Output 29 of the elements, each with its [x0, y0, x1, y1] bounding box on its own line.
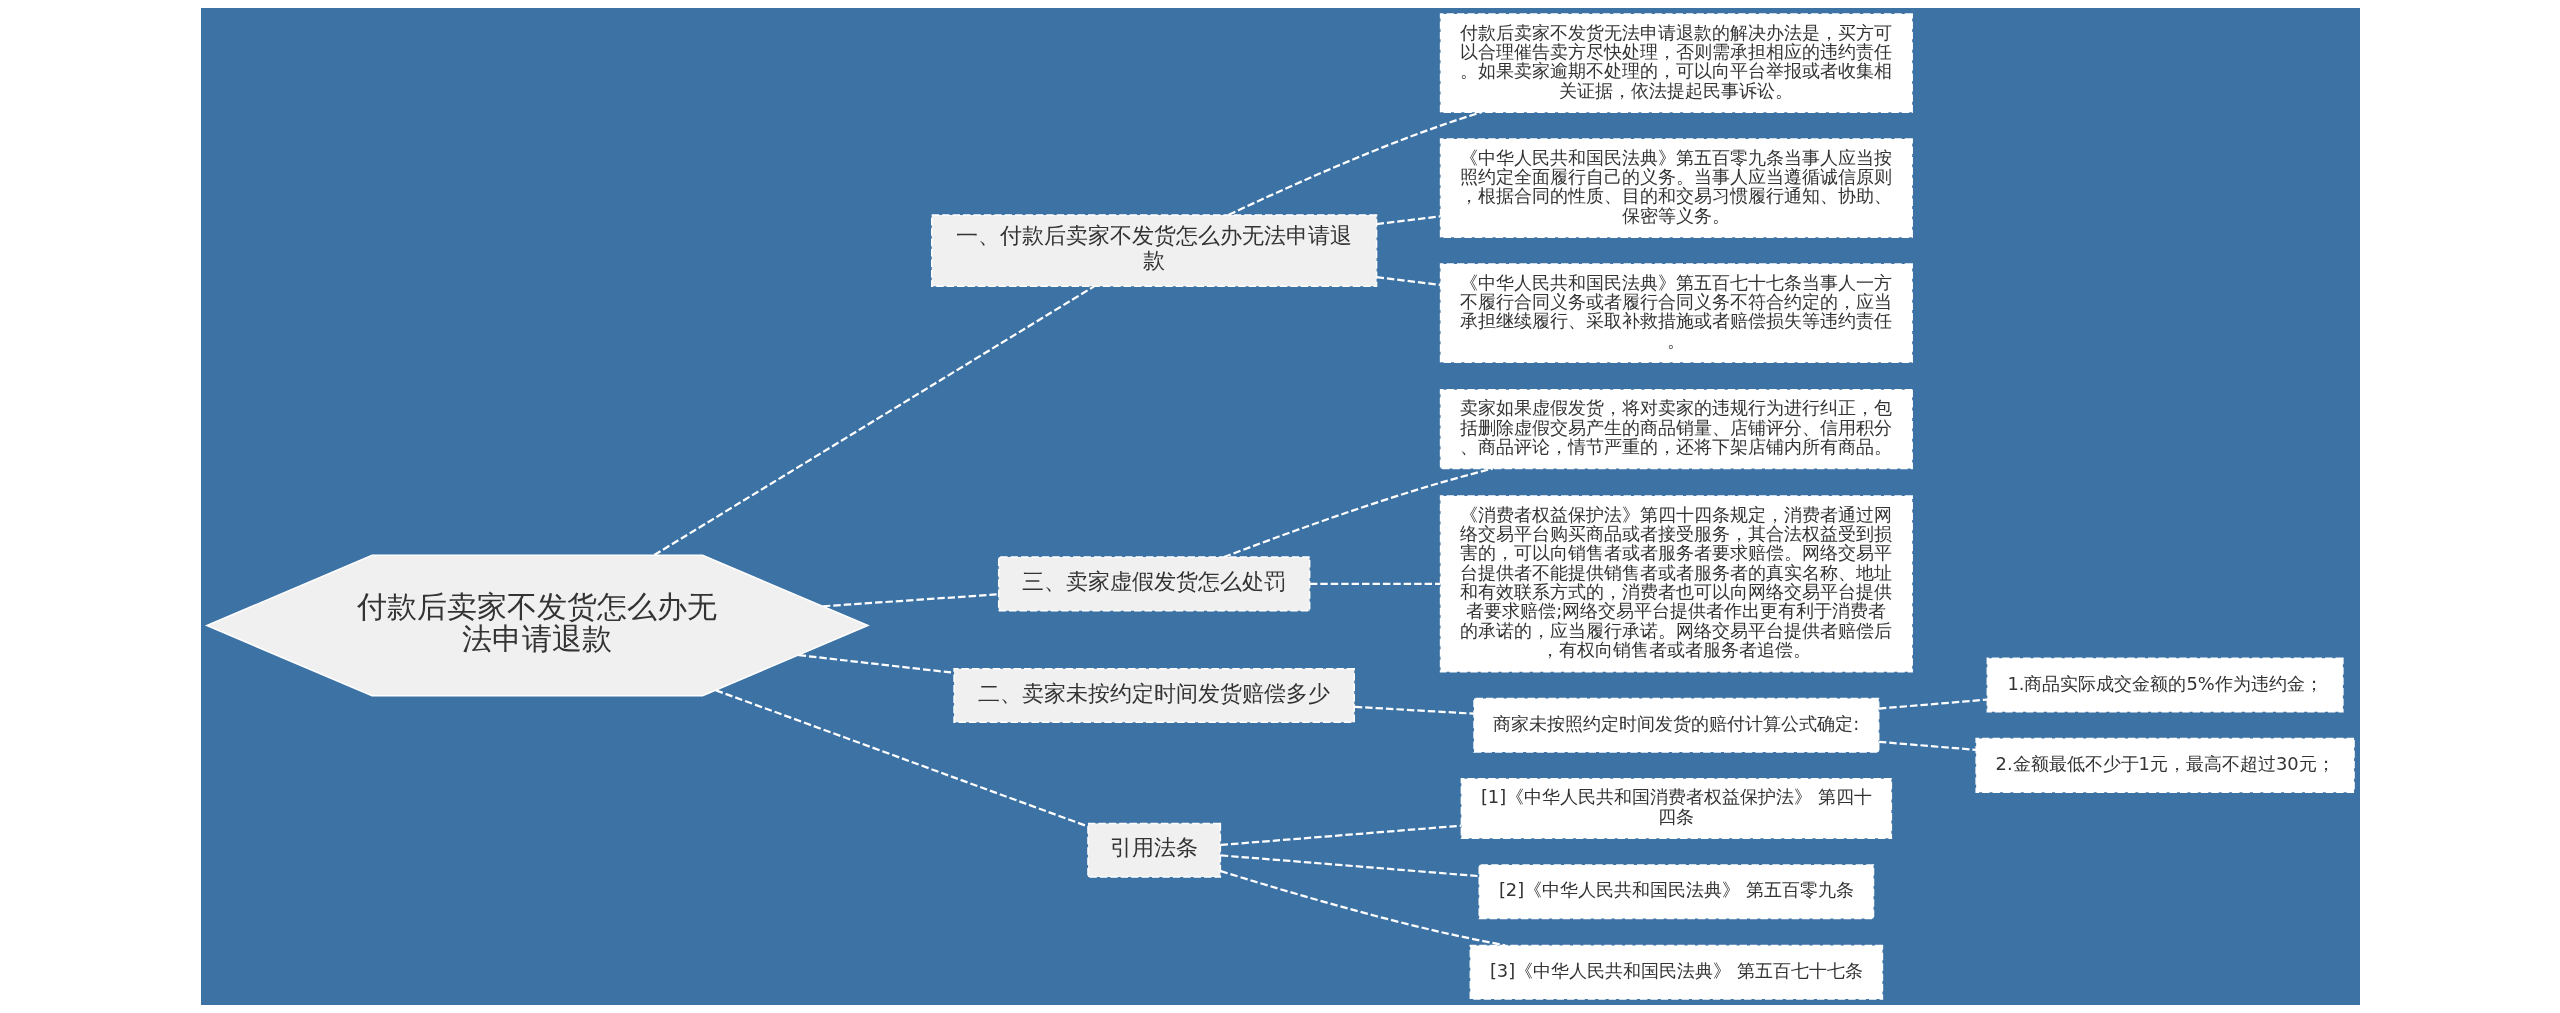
node-box: 一、付款后卖家不发货怎么办无法申请退款: [930, 214, 1377, 288]
connector: [1227, 111, 1481, 216]
connector: [715, 689, 1088, 828]
connector: [1376, 215, 1441, 226]
node-box: 《中华人民共和国民法典》第五百七十七条当事人一方不履行合同义务或者履行合同义务不符合约定的，应当承担继续履行、采取补救措施或者赔偿损失等违约责任。: [1439, 263, 1913, 363]
node-box: 卖家如果虚假发货，将对卖家的违规行为进行纠正，包括删除虚假交易产生的商品销量、店铺评分、信用积分、商品评论，情节严重的，还将下架店铺内所有商品。: [1439, 388, 1913, 470]
node-box: [3]《中华人民共和国民法典》 第五百七十七条: [1469, 944, 1883, 1000]
node-box: 1.商品实际成交金额的5%作为违约金；: [1986, 657, 2344, 713]
node-box: 《消费者权益保护法》第四十四条规定，消费者通过网络交易平台购买商品或者接受服务，其合法权益受到损害的，可以向销售者或者服务者要求赔偿。网络交易平台提供者不能提供销售者或者服务者的真实名称、地址和有效联系方式的，消费者也可以向网络交易平台提供者要求赔偿;网络交易平台提供者作出更有利于消费者的承诺的，应当履行承诺。网络交易平台提供者赔偿后，有权向销售者或者服务者追偿。: [1439, 495, 1913, 673]
node-box: 《中华人民共和国民法典》第五百零九条当事人应当按照约定全面履行自己的义务。当事人应当遵循诚信原则，根据合同的性质、目的和交易习惯履行通知、协助、保密等义务。: [1439, 138, 1913, 238]
node-box: 三、卖家虚假发货怎么处罚: [997, 556, 1310, 612]
node-box: [1]《中华人民共和国消费者权益保护法》 第四十四条: [1460, 778, 1892, 839]
node-box: [2]《中华人民共和国民法典》 第五百零九条: [1478, 864, 1874, 920]
node-box: 2.金额最低不少于1元，最高不超过30元；: [1974, 737, 2355, 793]
connector: [653, 285, 1094, 556]
connector: [1219, 870, 1505, 947]
connector: [1309, 582, 1440, 585]
connector: [1376, 276, 1441, 286]
connector: [1878, 740, 1976, 751]
connector: [798, 654, 954, 674]
node-box: 二、卖家未按约定时间发货赔偿多少: [952, 667, 1355, 723]
connector: [822, 593, 999, 608]
connector: [1220, 854, 1479, 878]
connector: [1220, 824, 1461, 847]
node-box: 引用法条: [1086, 822, 1221, 878]
connector: [1354, 705, 1474, 715]
node-box: 付款后卖家不发货无法申请退款的解决办法是，买方可以合理催告卖方尽快处理，否则需承担相应的违约责任。如果卖家逾期不处理的，可以向平台举报或者收集相关证据，依法提起民事诉讼。: [1439, 13, 1913, 113]
connector: [1878, 698, 1987, 710]
node-box: 商家未按照约定时间发货的赔付计算公式确定:: [1472, 697, 1879, 753]
